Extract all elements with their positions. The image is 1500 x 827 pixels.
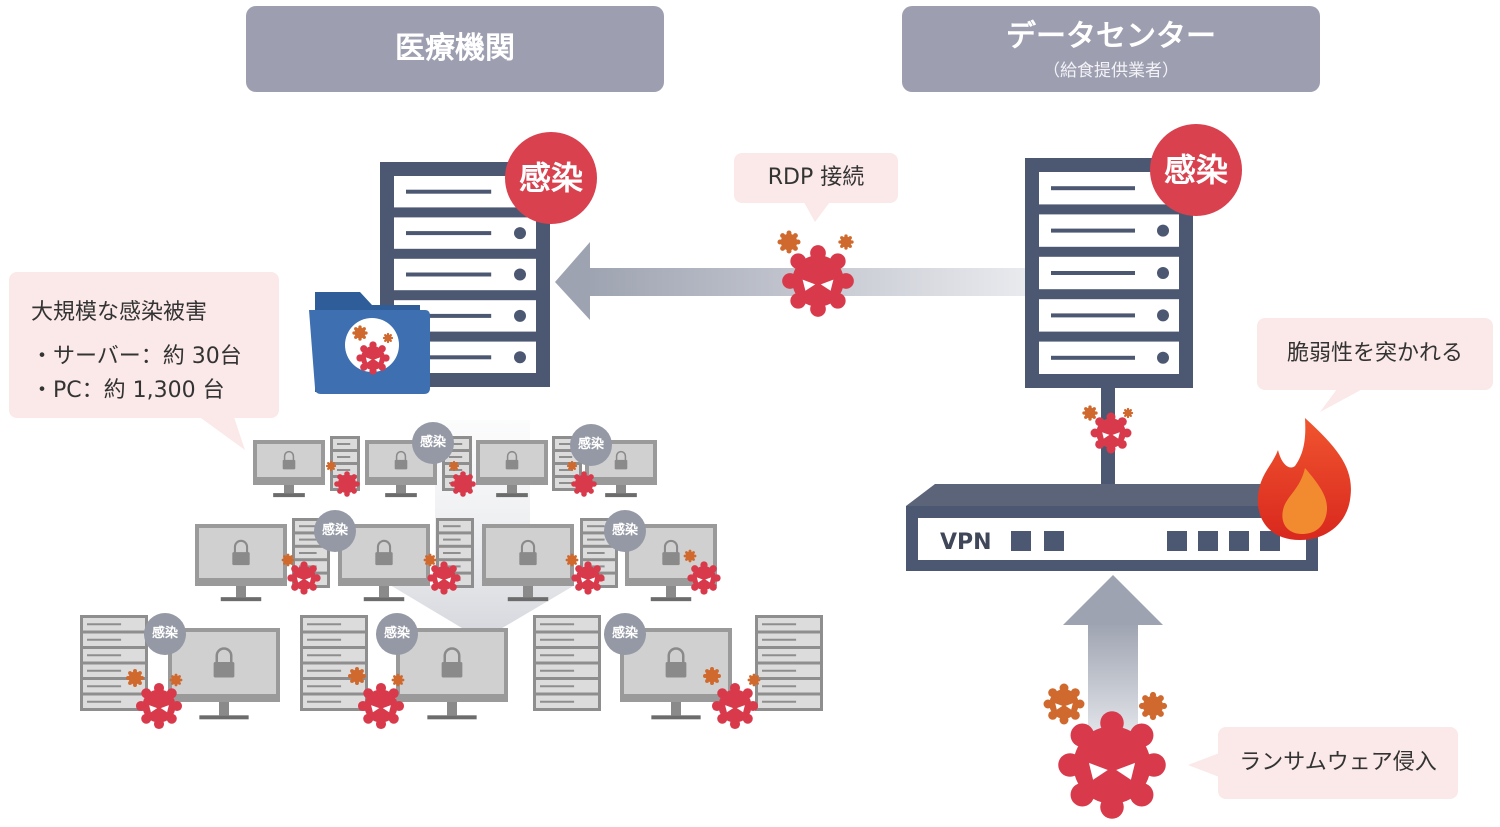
lock-icon <box>614 450 628 470</box>
monitor-icon <box>476 440 548 498</box>
virus-icon <box>356 341 390 375</box>
left-header-title: 医療機関 <box>395 31 515 66</box>
virus-icon <box>1090 412 1132 454</box>
monitor-icon <box>365 440 437 498</box>
virus-icon <box>382 332 394 344</box>
vulnerability-callout: 脆弱性を突かれる <box>1257 318 1493 390</box>
server-icon <box>533 615 601 711</box>
infection-tag: 感染 <box>376 613 418 655</box>
vuln-callout-tail <box>1320 385 1370 412</box>
virus-icon <box>1082 405 1098 421</box>
ransomware-callout: ランサムウェア侵入 <box>1218 727 1458 799</box>
monitor-icon <box>253 440 325 498</box>
left-header: 医療機関 <box>246 6 664 92</box>
monitor-icon <box>168 628 280 720</box>
virus-icon <box>391 673 405 687</box>
lock-icon <box>505 450 519 470</box>
damage-servers: ・サーバー：約 30台 <box>31 344 242 369</box>
monitor-icon <box>195 524 287 602</box>
right-header: データセンター （給食提供業者） <box>902 6 1320 92</box>
infection-tag: 感染 <box>604 510 646 552</box>
damage-title: 大規模な感染被害 <box>31 300 208 325</box>
virus-icon <box>782 245 854 317</box>
damage-pcs: ・PC：約 1,300 台 <box>31 378 225 403</box>
virus-icon <box>135 682 183 730</box>
lock-icon <box>394 450 408 470</box>
virus-icon <box>450 471 476 497</box>
fire-icon <box>1257 418 1351 540</box>
virus-icon <box>1122 407 1134 419</box>
lock-icon <box>282 450 296 470</box>
rdp-arrow-head <box>555 242 590 320</box>
virus-icon <box>281 553 295 567</box>
infection-tag: 感染 <box>604 613 646 655</box>
lock-icon <box>213 647 235 678</box>
server-icon <box>755 615 823 711</box>
lock-icon <box>519 539 537 566</box>
server-icon <box>80 615 148 711</box>
rdp-label: RDP 接続 <box>767 165 865 190</box>
infection-tag: 感染 <box>412 422 454 464</box>
virus-icon <box>687 561 721 595</box>
virus-icon <box>711 682 759 730</box>
virus-icon <box>126 669 144 687</box>
monitor-icon <box>482 524 574 602</box>
right-header-subtitle: （給食提供業者） <box>1043 61 1179 81</box>
virus-icon <box>348 667 366 685</box>
infection-tag: 感染 <box>570 424 612 466</box>
lock-icon <box>375 539 393 566</box>
lock-icon <box>441 647 463 678</box>
ransomware-label: ランサムウェア侵入 <box>1239 750 1437 775</box>
vpn-router-icon <box>906 484 1318 571</box>
vpn-label: VPN <box>940 530 992 555</box>
lock-icon <box>662 539 680 566</box>
virus-icon <box>325 460 337 472</box>
right-header-title: データセンター <box>1006 19 1216 54</box>
rdp-callout: RDP 接続 <box>734 153 898 203</box>
damage-callout: 大規模な感染被害 ・サーバー：約 30台 ・PC：約 1,300 台 <box>9 272 279 418</box>
monitor-icon <box>338 524 430 602</box>
virus-icon <box>1138 691 1168 721</box>
virus-icon <box>838 234 854 250</box>
virus-icon <box>287 561 321 595</box>
virus-icon <box>571 561 605 595</box>
virus-icon <box>1058 711 1166 819</box>
virus-icon <box>427 561 461 595</box>
virus-icon <box>566 460 578 472</box>
ransom-callout-tail <box>1188 752 1222 778</box>
vulnerability-label: 脆弱性を突かれる <box>1286 341 1463 366</box>
virus-icon <box>747 673 761 687</box>
infection-tag: 感染 <box>314 510 356 552</box>
intrusion-arrow-head <box>1063 575 1163 625</box>
lock-icon <box>665 647 687 678</box>
virus-icon <box>423 553 437 567</box>
virus-icon <box>1043 683 1085 725</box>
infection-badge-medical: 感染 <box>505 132 597 224</box>
virus-icon <box>352 325 368 341</box>
server-icon <box>300 615 368 711</box>
virus-icon <box>169 673 183 687</box>
virus-icon <box>565 553 579 567</box>
virus-icon <box>703 667 721 685</box>
folder-icon <box>309 292 430 394</box>
virus-icon <box>777 230 801 254</box>
infection-tag: 感染 <box>144 613 186 655</box>
lock-icon <box>232 539 250 566</box>
virus-icon <box>448 460 460 472</box>
virus-icon <box>334 471 360 497</box>
virus-icon <box>683 549 697 563</box>
virus-icon <box>357 682 405 730</box>
virus-icon <box>571 471 597 497</box>
infection-badge-datacenter: 感染 <box>1150 124 1242 216</box>
